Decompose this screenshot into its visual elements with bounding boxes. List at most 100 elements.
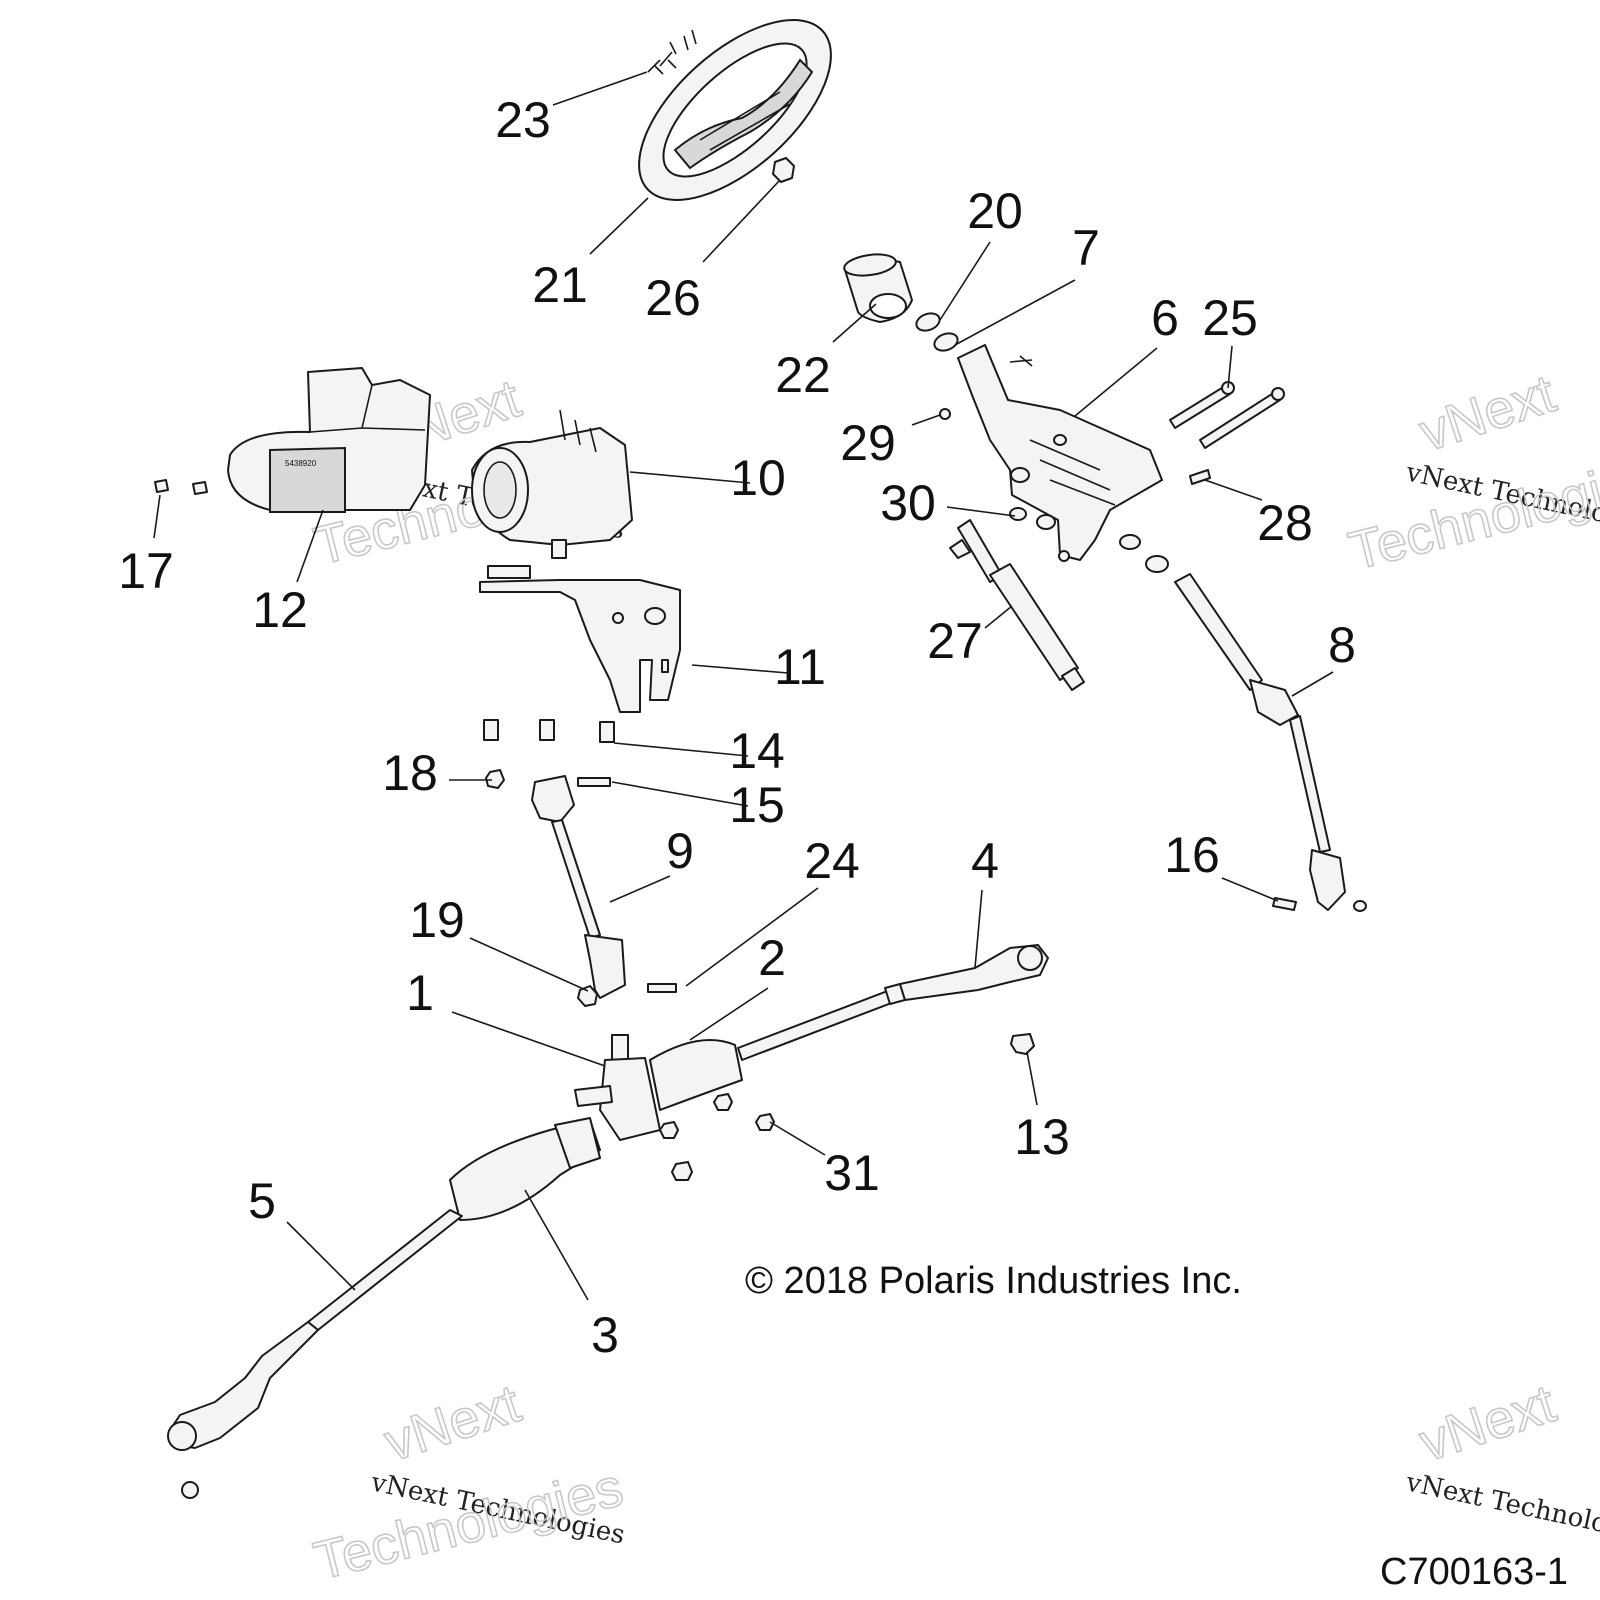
- callout-number-30: 30: [880, 475, 936, 531]
- callout-number-27: 27: [927, 613, 983, 669]
- callout-leader-1: [451, 1011, 606, 1067]
- callout-number-24: 24: [804, 833, 860, 889]
- bolts-14-part: [483, 719, 615, 743]
- castle-nut-13-part: [1010, 1033, 1035, 1055]
- callout-number-20: 20: [967, 183, 1023, 239]
- callout-leader-31: [769, 1121, 826, 1156]
- upper-shaft-part: [1174, 573, 1367, 912]
- callout-leader-24: [685, 887, 819, 987]
- wheel-screws-part: [647, 29, 697, 75]
- callout-leader-10: [629, 471, 751, 484]
- callout-labels: 1234567891011121314151617181920212223242…: [118, 92, 1356, 1363]
- callout-number-19: 19: [409, 892, 465, 948]
- ring-20-part: [915, 312, 941, 332]
- ball-29-part: [939, 408, 951, 420]
- cover-part: 5438920: [227, 367, 431, 513]
- callout-leader-22: [832, 303, 877, 343]
- steering-wheel-part: [638, 19, 832, 201]
- callout-number-23: 23: [495, 92, 551, 148]
- wheel-nut-part: [772, 157, 795, 183]
- callout-leader-27: [984, 605, 1013, 629]
- callout-number-17: 17: [118, 543, 174, 599]
- watermark-small: vNext Technologies: [1403, 1467, 1600, 1550]
- callout-leader-12: [296, 509, 324, 583]
- callout-leader-16: [1221, 877, 1279, 902]
- callout-leader-8: [1291, 671, 1334, 697]
- pinion-housing-part: [574, 1034, 661, 1141]
- boot-part: [843, 253, 913, 323]
- left-tie-rod-part: [167, 1209, 463, 1499]
- long-bolts-part: [1169, 381, 1285, 449]
- screws-17-part: [154, 479, 208, 495]
- watermark-big-top: vNext: [1413, 363, 1563, 463]
- bolt-24-part: [647, 983, 677, 993]
- callout-number-8: 8: [1328, 617, 1356, 673]
- rack-tube-right-part: [737, 989, 895, 1061]
- callout-number-12: 12: [252, 582, 308, 638]
- bushings-30-part: [1009, 507, 1169, 573]
- figure-code: C700163-1: [1380, 1551, 1568, 1593]
- column-bracket-part: [957, 344, 1163, 561]
- callout-number-14: 14: [729, 723, 785, 779]
- callout-leader-23: [552, 71, 648, 106]
- callout-number-3: 3: [591, 1307, 619, 1363]
- callout-number-6: 6: [1151, 290, 1179, 346]
- callout-number-15: 15: [729, 777, 785, 833]
- callout-leader-9: [609, 875, 671, 903]
- callout-number-26: 26: [645, 270, 701, 326]
- callout-leader-6: [1074, 347, 1158, 417]
- callout-leader-7: [954, 279, 1076, 346]
- callout-number-4: 4: [971, 833, 999, 889]
- callout-leader-4: [974, 889, 983, 969]
- callout-number-21: 21: [532, 257, 588, 313]
- bolt-16-part: [1272, 897, 1297, 911]
- mounting-bracket-part: [479, 565, 681, 713]
- right-boot-part: [649, 1039, 743, 1111]
- callout-number-11: 11: [774, 639, 826, 695]
- callout-leader-26: [702, 179, 781, 263]
- callout-leader-11: [691, 664, 789, 674]
- callout-number-1: 1: [406, 965, 434, 1021]
- callout-number-13: 13: [1014, 1109, 1070, 1165]
- callout-number-29: 29: [840, 415, 896, 471]
- gas-shock-part: [949, 519, 1085, 691]
- callout-leader-25: [1227, 345, 1233, 389]
- power-steering-unit-part: [471, 409, 633, 559]
- callout-leader-14: [613, 742, 749, 757]
- callout-number-18: 18: [382, 745, 438, 801]
- watermark-big-top: vNext: [1413, 1373, 1563, 1473]
- callout-number-7: 7: [1072, 220, 1100, 276]
- callout-number-5: 5: [248, 1173, 276, 1229]
- intermediate-shaft-part: [531, 775, 626, 999]
- callout-number-2: 2: [758, 930, 786, 986]
- watermark-big-bottom: Technologies: [1343, 447, 1600, 581]
- callout-leader-3: [524, 1189, 589, 1301]
- callout-leader-15: [611, 781, 749, 807]
- callout-leader-29: [911, 414, 941, 426]
- callout-leader-19: [469, 937, 589, 992]
- callout-number-9: 9: [666, 823, 694, 879]
- copyright-text: © 2018 Polaris Industries Inc.: [745, 1260, 1242, 1302]
- bolt-28-part: [1189, 469, 1211, 485]
- bolt-15-part: [577, 777, 611, 787]
- left-boot-part: [449, 1117, 601, 1221]
- right-tie-rod-part: [884, 944, 1049, 1005]
- callout-leader-17: [153, 494, 161, 539]
- callout-leader-28: [1204, 479, 1263, 501]
- watermark-big-top: vNext: [378, 1373, 528, 1473]
- callout-leader-13: [1026, 1051, 1038, 1106]
- callout-leader-21: [589, 197, 649, 255]
- nut-19-part: [577, 985, 598, 1007]
- callout-leader-5: [286, 1221, 356, 1291]
- ring-7-part: [933, 332, 959, 352]
- callout-leader-30: [946, 506, 1016, 517]
- callout-leader-20: [939, 241, 991, 321]
- callout-leader-2: [689, 987, 769, 1041]
- nuts-31-part: [659, 1093, 775, 1181]
- callout-number-22: 22: [775, 347, 831, 403]
- callout-number-16: 16: [1164, 827, 1220, 883]
- cover-label-text: 5438920: [285, 459, 317, 468]
- callout-leaders: [153, 71, 1334, 1301]
- callout-number-25: 25: [1202, 290, 1258, 346]
